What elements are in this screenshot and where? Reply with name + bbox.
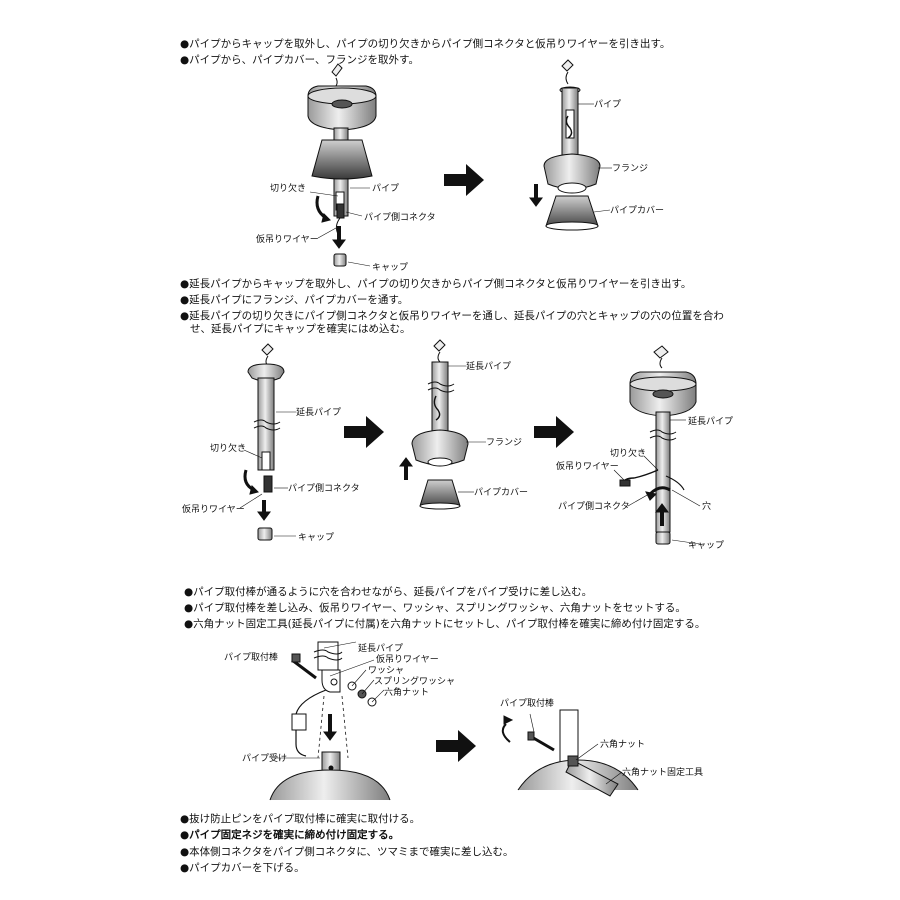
- figure-flange-cover-attach: [399, 339, 486, 510]
- label-hex-nut: 六角ナット: [600, 738, 645, 750]
- figure-rod-insertion: [269, 641, 391, 801]
- instruction-step: ●延長パイプからキャップを取外し、パイプの切り欠きからパイプ側コネクタと仮吊りワ…: [180, 278, 692, 290]
- instruction-step: ●パイプ取付棒が通るように穴を合わせながら、延長パイプをパイプ受けに差し込む。: [184, 586, 593, 598]
- instruction-step: ●パイプから、パイプカバー、フランジを取外す。: [180, 54, 420, 66]
- label-notch: 切り欠き: [210, 442, 246, 454]
- label-pipe: パイプ: [372, 183, 399, 194]
- label-extension-pipe: 延長パイプ: [296, 406, 341, 418]
- label-extension-pipe: 延長パイプ: [466, 360, 511, 372]
- instruction-step-bold: ●パイプ固定ネジを確実に締め付け固定する。: [180, 829, 400, 841]
- label-hex-nut: 六角ナット: [384, 686, 429, 698]
- arrow-right-icon: [344, 416, 384, 448]
- label-pipe-cover: パイプカバー: [474, 487, 528, 498]
- instruction-step: ●パイプからキャップを取外し、パイプの切り欠きからパイプ側コネクタと仮吊りワイヤ…: [180, 38, 671, 50]
- label-temp-wire: 仮吊りワイヤー: [376, 653, 439, 665]
- instruction-step: ●パイプ取付棒を差し込み、仮吊りワイヤー、ワッシャ、スプリングワッシャ、六角ナッ…: [184, 602, 686, 614]
- label-notch: 切り欠き: [610, 447, 646, 459]
- label-pipe-rod: パイプ取付棒: [224, 651, 278, 663]
- label-pipe-cover: パイプカバー: [610, 205, 664, 216]
- label-cap: キャップ: [298, 532, 334, 543]
- instruction-step: ●パイプカバーを下げる。: [180, 862, 305, 874]
- figure-extension-pipe-prepare: [239, 343, 296, 541]
- label-pipe-rod: パイプ取付棒: [500, 697, 554, 709]
- label-notch: 切り欠き: [270, 182, 306, 194]
- figure-flange-removal: [529, 59, 612, 231]
- arrow-right-icon: [436, 730, 476, 762]
- label-cap: キャップ: [688, 540, 724, 551]
- label-pipe-connector: パイプ側コネクタ: [364, 211, 436, 223]
- label-spring-washer: スプリングワッシャ: [374, 675, 455, 687]
- label-flange: フランジ: [612, 163, 648, 174]
- instruction-step: ●延長パイプにフランジ、パイプカバーを通す。: [180, 294, 409, 306]
- label-temp-wire: 仮吊りワイヤー: [556, 460, 619, 472]
- figure-pipe-disassembly: [307, 63, 377, 267]
- label-pipe-receiver: パイプ受け: [242, 752, 287, 764]
- label-washer: ワッシャ: [368, 666, 404, 676]
- label-temp-wire: 仮吊りワイヤー: [256, 233, 319, 245]
- label-pipe-connector: パイプ側コネクタ: [288, 482, 360, 494]
- label-extension-pipe: 延長パイプ: [688, 415, 733, 427]
- instruction-step: ●抜け防止ピンをパイプ取付棒に確実に取付ける。: [180, 813, 421, 825]
- label-pipe-connector: パイプ側コネクタ: [558, 500, 630, 512]
- label-nut-tool: 六角ナット固定工具: [622, 766, 703, 778]
- label-pipe: パイプ: [594, 99, 621, 110]
- instruction-step: ●六角ナット固定工具(延長パイプに付属)を六角ナットにセットし、パイプ取付棒を確…: [184, 618, 706, 630]
- instruction-step: ●本体側コネクタをパイプ側コネクタに、ツマミまで確実に差し込む。: [180, 846, 514, 858]
- figure-nut-tightening: [501, 709, 639, 797]
- arrow-right-icon: [444, 164, 484, 196]
- label-hole: 穴: [702, 500, 711, 512]
- label-extension-pipe: 延長パイプ: [358, 642, 403, 654]
- label-flange: フランジ: [486, 437, 522, 448]
- arrow-right-icon: [534, 416, 574, 448]
- figure-cap-attach: [613, 345, 701, 545]
- label-temp-wire: 仮吊りワイヤー: [182, 503, 245, 515]
- instruction-step: せ、延長パイプにキャップを確実にはめ込む。: [190, 323, 411, 335]
- instruction-step: ●延長パイプの切り欠きにパイプ側コネクタと仮吊りワイヤーを通し、延長パイプの穴と…: [180, 310, 724, 322]
- label-cap: キャップ: [372, 262, 408, 273]
